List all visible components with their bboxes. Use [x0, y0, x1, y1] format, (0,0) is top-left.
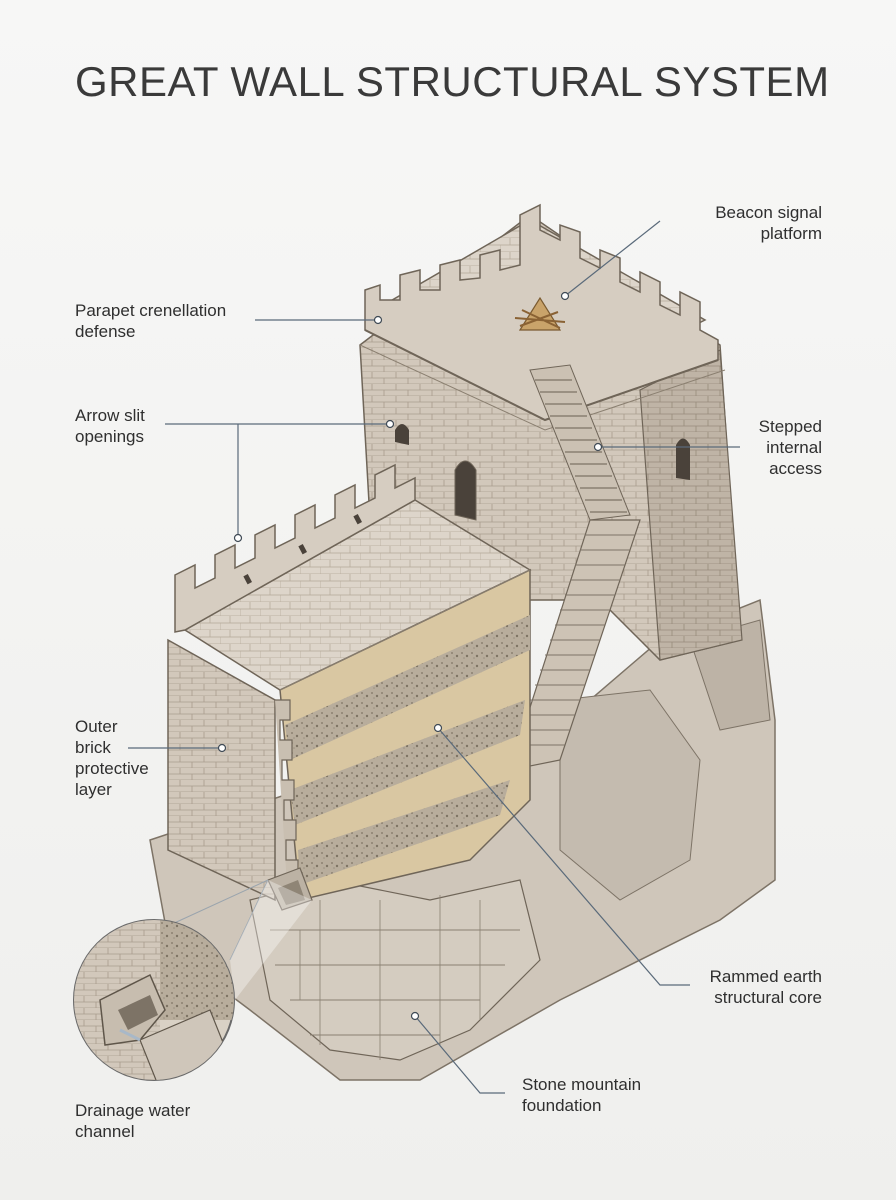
label-outer-brick-layer: Outer brick protective layer	[75, 717, 149, 799]
page-title: GREAT WALL STRUCTURAL SYSTEM	[75, 58, 830, 105]
label-drainage-water-channel: Drainage water channel	[75, 1101, 191, 1141]
label-stone-mountain-foundation: Stone mountain foundation	[522, 1075, 642, 1115]
label-stepped-internal-access: Stepped internal access	[758, 417, 822, 478]
label-rammed-earth-core: Rammed earth structural core	[709, 967, 822, 1007]
leader-lines	[128, 220, 740, 1094]
label-arrow-slit-openings: Arrow slit openings	[75, 406, 145, 446]
leader-dots	[217, 291, 603, 1021]
wall-section	[167, 463, 532, 911]
label-parapet-crenellation: Parapet crenellation defense	[75, 301, 227, 341]
beacon-tower	[359, 203, 743, 661]
label-beacon-signal-platform: Beacon signal platform	[715, 203, 822, 243]
lower-staircase	[509, 519, 641, 771]
